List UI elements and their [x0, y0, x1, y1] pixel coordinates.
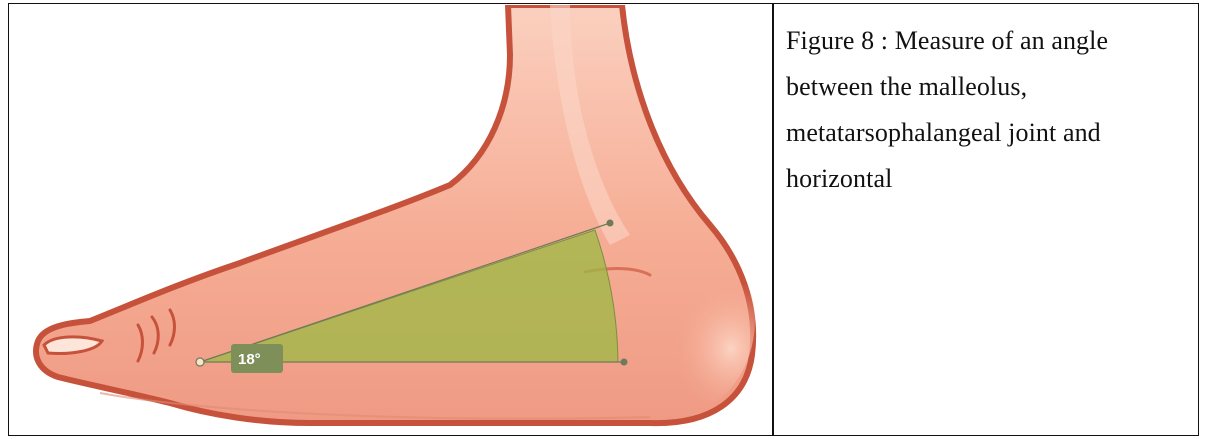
cell-divider	[772, 4, 774, 435]
figure-caption: Figure 8 : Measure of an angle between t…	[786, 18, 1196, 202]
caption-cell: Figure 8 : Measure of an angle between t…	[786, 18, 1196, 202]
vertex-marker	[196, 358, 204, 366]
horizontal-end-marker	[621, 359, 628, 366]
malleolus-marker	[607, 220, 614, 227]
foot-illustration: 18°	[10, 5, 770, 434]
figure-table: 18° Figure 8 : Measure of an angle betwe…	[8, 3, 1199, 436]
angle-label: 18°	[238, 351, 261, 368]
heel-highlight	[595, 225, 755, 415]
foot-diagram: 18°	[10, 5, 770, 434]
